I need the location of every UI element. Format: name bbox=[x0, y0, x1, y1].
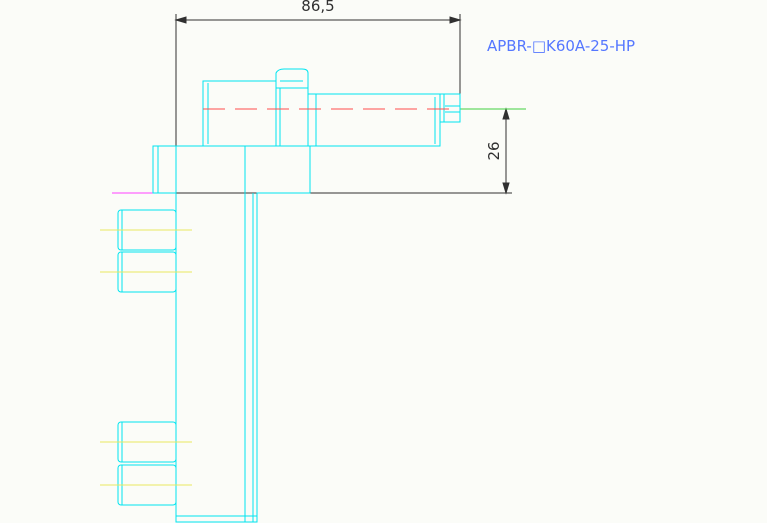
height-arrow-bottom bbox=[502, 182, 510, 195]
bracket-body bbox=[152, 145, 311, 523]
width-dimension-text: 86,5 bbox=[301, 0, 334, 15]
mounting-screw-4 bbox=[100, 464, 192, 506]
width-arrow-left bbox=[174, 16, 187, 24]
clamp-end-cap bbox=[440, 93, 461, 123]
clamp-unit bbox=[202, 68, 461, 147]
bracket-outline bbox=[175, 145, 311, 523]
height-dimension-text: 26 bbox=[485, 141, 503, 160]
mounting-screw-1 bbox=[100, 209, 192, 251]
mounting-screw-3 bbox=[100, 421, 192, 463]
height-arrow-top bbox=[502, 107, 510, 120]
mounting-screw-2 bbox=[100, 251, 192, 293]
width-dimension bbox=[174, 14, 462, 193]
width-arrow-right bbox=[449, 16, 462, 24]
height-dimension bbox=[176, 107, 512, 195]
clamp-outline bbox=[202, 68, 441, 147]
part-label: APBR-□K60A-25-HP bbox=[487, 37, 635, 55]
bracket-flange bbox=[152, 145, 176, 194]
